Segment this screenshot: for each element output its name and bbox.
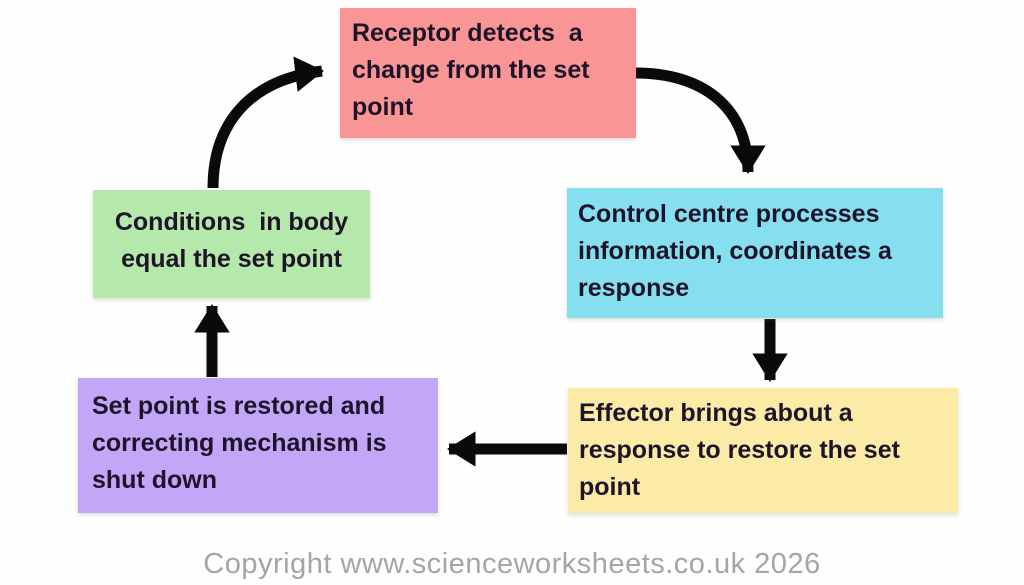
node-control-centre: Control centre processes information, co… [567,188,943,318]
node-effector: Effector brings about a response to rest… [568,388,958,513]
node-set-point-restored: Set point is restored and correcting mec… [78,378,438,513]
node-conditions-equal-set-point: Conditions in body equal the set point [93,190,370,298]
arrow-conditions-to-receptor [207,56,324,189]
node-receptor: Receptor detects a change from the set p… [340,8,636,138]
copyright-text: Copyright www.scienceworksheets.co.uk 20… [203,548,821,580]
arrow-receptor-to-control [635,67,766,174]
